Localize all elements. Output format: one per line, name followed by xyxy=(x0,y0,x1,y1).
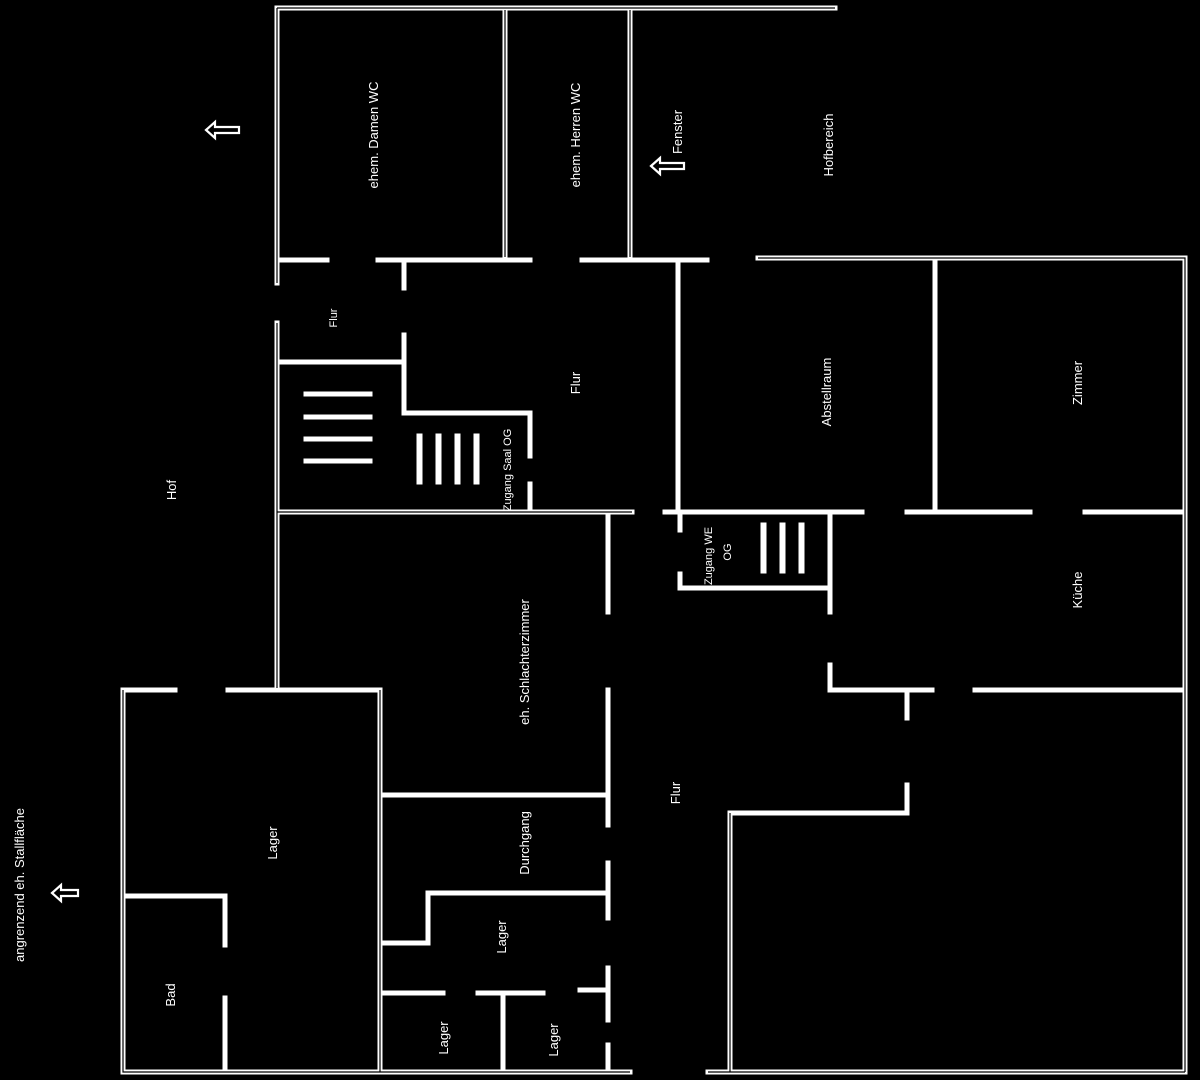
room-label-durchgang: Durchgang xyxy=(517,811,532,875)
room-label-abstellraum: Abstellraum xyxy=(819,358,834,427)
up-arrow-icon xyxy=(649,155,686,177)
room-label-zimmer: Zimmer xyxy=(1070,360,1085,405)
room-label-flur-small: Flur xyxy=(328,308,340,327)
wall-center-lines xyxy=(122,7,1186,1073)
room-label-schlachterzimmer: eh. Schlachterzimmer xyxy=(517,598,532,724)
room-label-flur-main: Flur xyxy=(668,781,683,804)
room-label-damen-wc: ehem. Damen WC xyxy=(366,82,381,189)
stair-we-og xyxy=(759,521,806,575)
room-label-hofbereich: Hofbereich xyxy=(821,114,836,177)
stair-saal xyxy=(302,390,374,465)
label-angrenzend: angrenzend eh. Stallfläche xyxy=(12,808,27,962)
room-label-bad: Bad xyxy=(163,983,178,1006)
up-arrow-icon xyxy=(50,882,80,904)
label-zugang-we: Zugang WE xyxy=(703,527,715,585)
room-label-herren-wc: ehem. Herren WC xyxy=(568,83,583,188)
room-label-hof: Hof xyxy=(164,479,179,500)
room-label-lager-main: Lager xyxy=(265,826,280,860)
up-arrow-icon xyxy=(204,119,241,141)
room-label-lager-mid: Lager xyxy=(494,920,509,954)
label-zugang-saal-og: Zugang Saal OG xyxy=(502,429,514,512)
room-label-lager-bottom-left: Lager xyxy=(436,1021,451,1055)
label-fenster: Fenster xyxy=(670,109,685,154)
label-og: OG xyxy=(722,543,734,560)
stair-saal-og xyxy=(415,432,481,486)
room-label-flur-upper: Flur xyxy=(568,371,583,394)
room-label-kueche: Küche xyxy=(1070,572,1085,609)
room-label-lager-bottom-right: Lager xyxy=(546,1023,561,1057)
